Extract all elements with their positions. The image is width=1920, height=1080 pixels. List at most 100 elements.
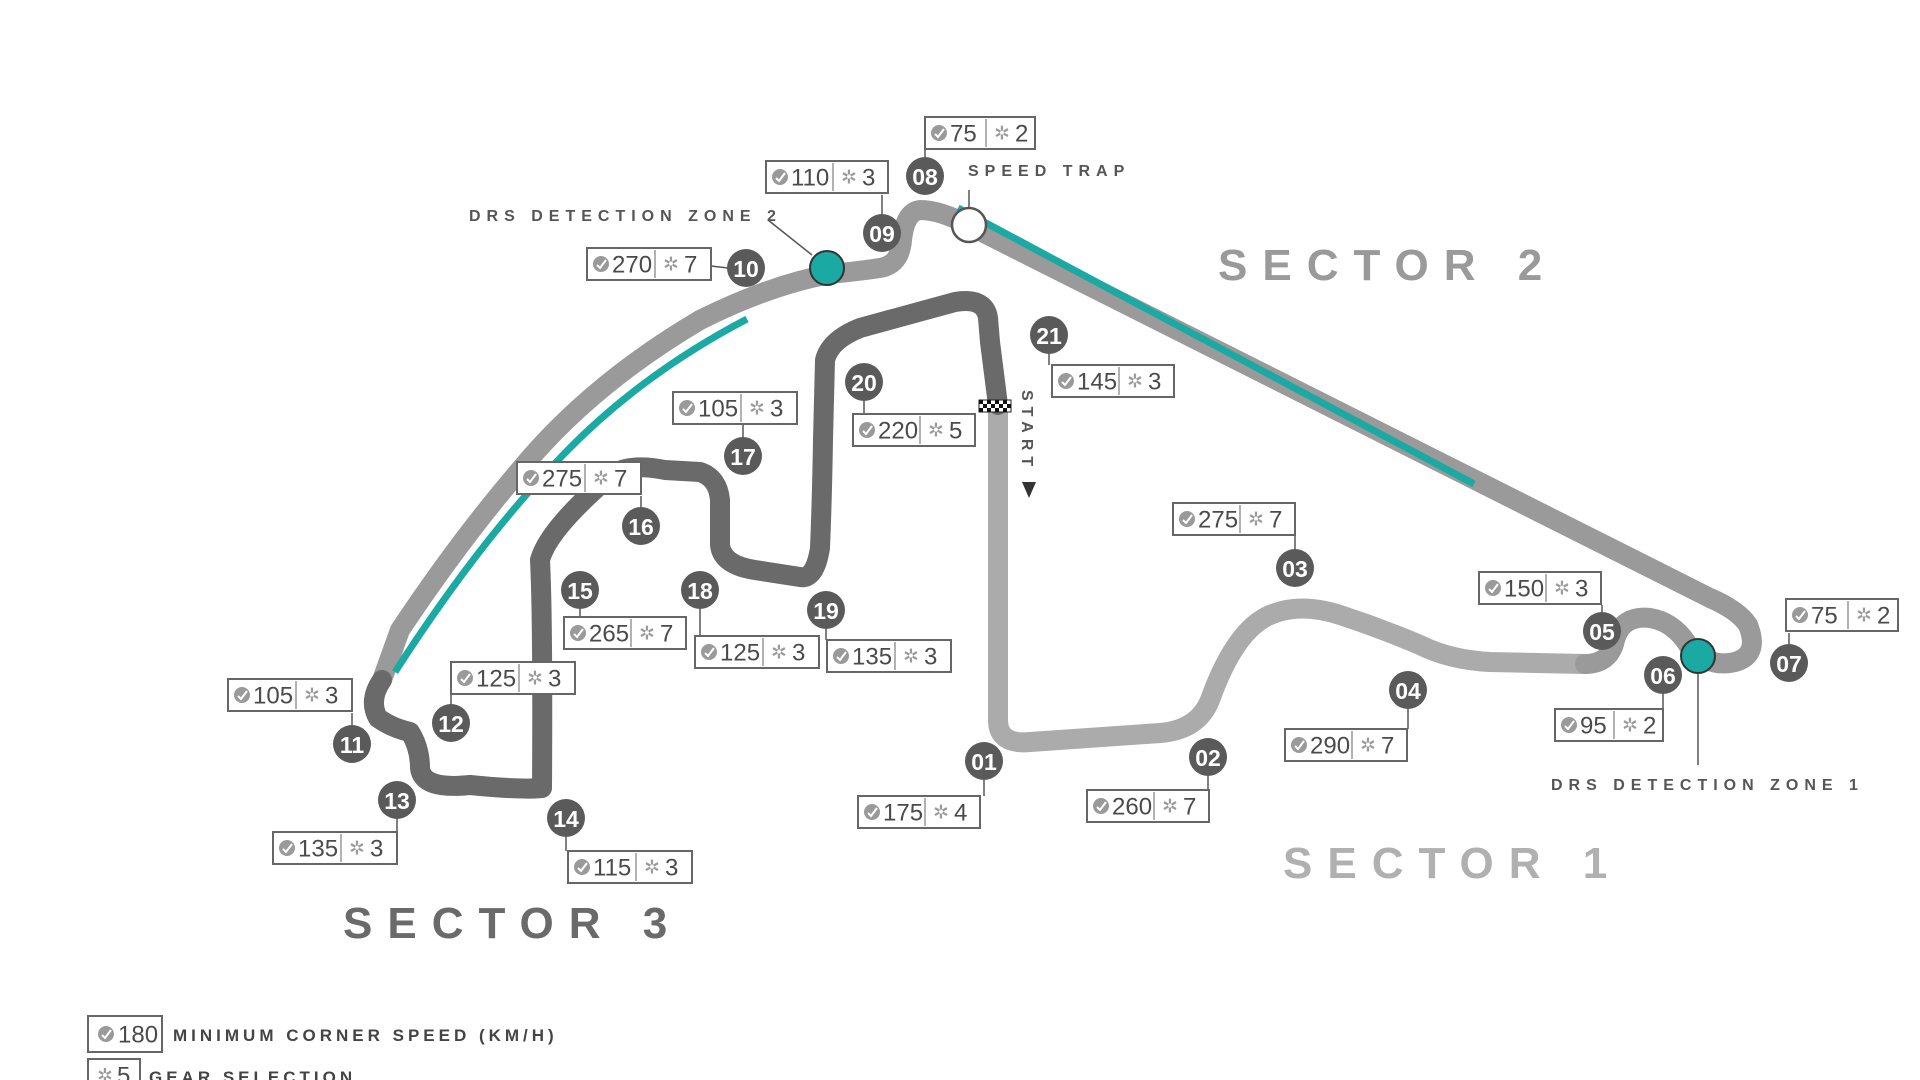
svg-text:✲: ✲: [304, 686, 320, 707]
corner-13: 135 ✲313: [272, 781, 416, 865]
corner-gear: 3: [792, 640, 805, 667]
corner-number-badge: 21: [1030, 316, 1068, 354]
corner-21: 145 ✲3 21: [1030, 316, 1175, 398]
corner-info-box: 275✲7: [1172, 502, 1296, 536]
corner-info-box: 265✲7: [563, 616, 687, 650]
corner-number-badge: 08: [906, 157, 944, 195]
gauge-icon: [679, 400, 695, 416]
svg-text:✲: ✲: [644, 858, 660, 879]
sector-2-label: SECTOR 2: [1218, 241, 1557, 290]
corner-gear: 2: [1643, 713, 1656, 740]
corner-number-badge: 04: [1389, 671, 1427, 709]
corner-min-speed: 220: [878, 418, 918, 445]
corner-number-badge: 19: [807, 591, 845, 629]
corner-number: 15: [567, 578, 593, 604]
track-sector-2: [372, 200, 1762, 690]
gear-icon: ✲: [349, 839, 365, 860]
gear-icon: ✲: [903, 647, 919, 668]
corner-18: 125✲318: [681, 571, 820, 669]
corner-number-badge: 15: [561, 571, 599, 609]
gauge-icon: [234, 687, 250, 703]
corner-number: 10: [733, 256, 759, 282]
corner-info-box: 290✲7: [1284, 728, 1408, 762]
corner-info-box: 270✲7: [586, 247, 712, 281]
gauge-icon: [1291, 737, 1307, 753]
gear-icon: ✲: [663, 255, 679, 276]
corner-gear: 7: [1269, 507, 1282, 534]
gear-icon: ✲: [841, 168, 857, 189]
corner-17: 105✲3 17: [672, 391, 798, 475]
gear-icon: ✲: [593, 469, 609, 490]
corner-number: 02: [1195, 745, 1221, 771]
corner-info-box: 105✲3: [672, 391, 798, 425]
corner-info-box: 95✲2: [1554, 708, 1664, 742]
corner-02: 260✲7 02: [1086, 738, 1227, 823]
corner-info-box: 260✲7: [1086, 789, 1210, 823]
corner-min-speed: 115: [593, 855, 631, 882]
gauge-icon: [701, 644, 717, 660]
sector-3-label: SECTOR 3: [343, 899, 682, 948]
svg-text:✲: ✲: [1127, 372, 1143, 393]
corner-min-speed: 145: [1077, 369, 1117, 396]
gear-icon: ✲: [1622, 716, 1638, 737]
drs-detection-zone-1-marker: [1680, 638, 1716, 674]
svg-text:✲: ✲: [1248, 510, 1264, 531]
svg-text:✲: ✲: [639, 624, 655, 645]
gauge-icon: [1792, 607, 1808, 623]
gear-icon: ✲: [749, 399, 765, 420]
drs-detection-zone-2-label: DRS DETECTION ZONE 2: [469, 208, 782, 225]
corner-info-box: 125✲3: [694, 635, 820, 669]
corner-number-badge: 07: [1770, 644, 1808, 682]
svg-text:✲: ✲: [1162, 797, 1178, 818]
corner-info-box: 75✲2: [1785, 598, 1899, 632]
corner-min-speed: 175: [883, 800, 923, 827]
corner-info-box: 175✲4: [857, 795, 981, 829]
svg-text:✲: ✲: [928, 421, 944, 442]
corner-min-speed: 150: [1504, 576, 1544, 603]
corner-gear: 2: [1015, 121, 1028, 148]
gauge-icon: [1179, 511, 1195, 527]
corner-leader-line: [710, 265, 729, 269]
corner-number-badge: 14: [547, 799, 585, 837]
corner-number: 21: [1036, 323, 1062, 349]
corner-gear: 3: [325, 683, 338, 710]
legend: 180 MINIMUM CORNER SPEED (KM/H) ✲ 5 GEAR…: [87, 1015, 558, 1080]
corner-number-badge: 17: [724, 437, 762, 475]
corner-06: 95✲206: [1554, 656, 1682, 742]
svg-text:✲: ✲: [1622, 716, 1638, 737]
corner-number-badge: 02: [1189, 738, 1227, 776]
corner-number: 17: [730, 444, 756, 470]
corner-info-box: 135✲3: [826, 639, 952, 673]
corner-09: 110✲309: [765, 160, 901, 252]
corner-min-speed: 135: [298, 836, 338, 863]
corner-gear: 3: [1148, 369, 1161, 396]
corner-04: 290✲7 04: [1284, 671, 1427, 762]
corner-number: 07: [1776, 651, 1802, 677]
corner-number: 14: [553, 806, 579, 832]
legend-speed: 180 MINIMUM CORNER SPEED (KM/H): [87, 1015, 558, 1053]
corner-info-box: 115✲3: [567, 850, 693, 884]
gear-icon: ✲: [1162, 797, 1178, 818]
corner-number: 19: [813, 598, 839, 624]
gear-icon: ✲: [1360, 736, 1376, 757]
svg-text:✲: ✲: [527, 669, 543, 690]
corner-03: 275✲703: [1172, 502, 1314, 587]
corner-number: 04: [1395, 678, 1421, 704]
corner-number: 11: [340, 732, 365, 758]
drs-zone-main-straight: [956, 204, 1476, 488]
svg-text:✲: ✲: [771, 643, 787, 664]
corner-05: 150✲305: [1478, 571, 1621, 650]
corner-number: 13: [384, 788, 410, 814]
svg-text:✲: ✲: [841, 168, 857, 189]
drs-detection-zone-1-label: DRS DETECTION ZONE 1: [1551, 777, 1864, 794]
svg-text:✲: ✲: [1360, 736, 1376, 757]
corner-gear: 3: [370, 836, 383, 863]
drs-zone-back-straight: [392, 315, 749, 674]
corner-01: 175✲401: [857, 742, 1003, 829]
legend-speed-label: MINIMUM CORNER SPEED (KM/H): [173, 1026, 558, 1045]
gauge-icon: [457, 670, 473, 686]
svg-text:✲: ✲: [663, 255, 679, 276]
gear-icon: ✲: [1554, 579, 1570, 600]
gear-icon: ✲: [1856, 606, 1872, 627]
